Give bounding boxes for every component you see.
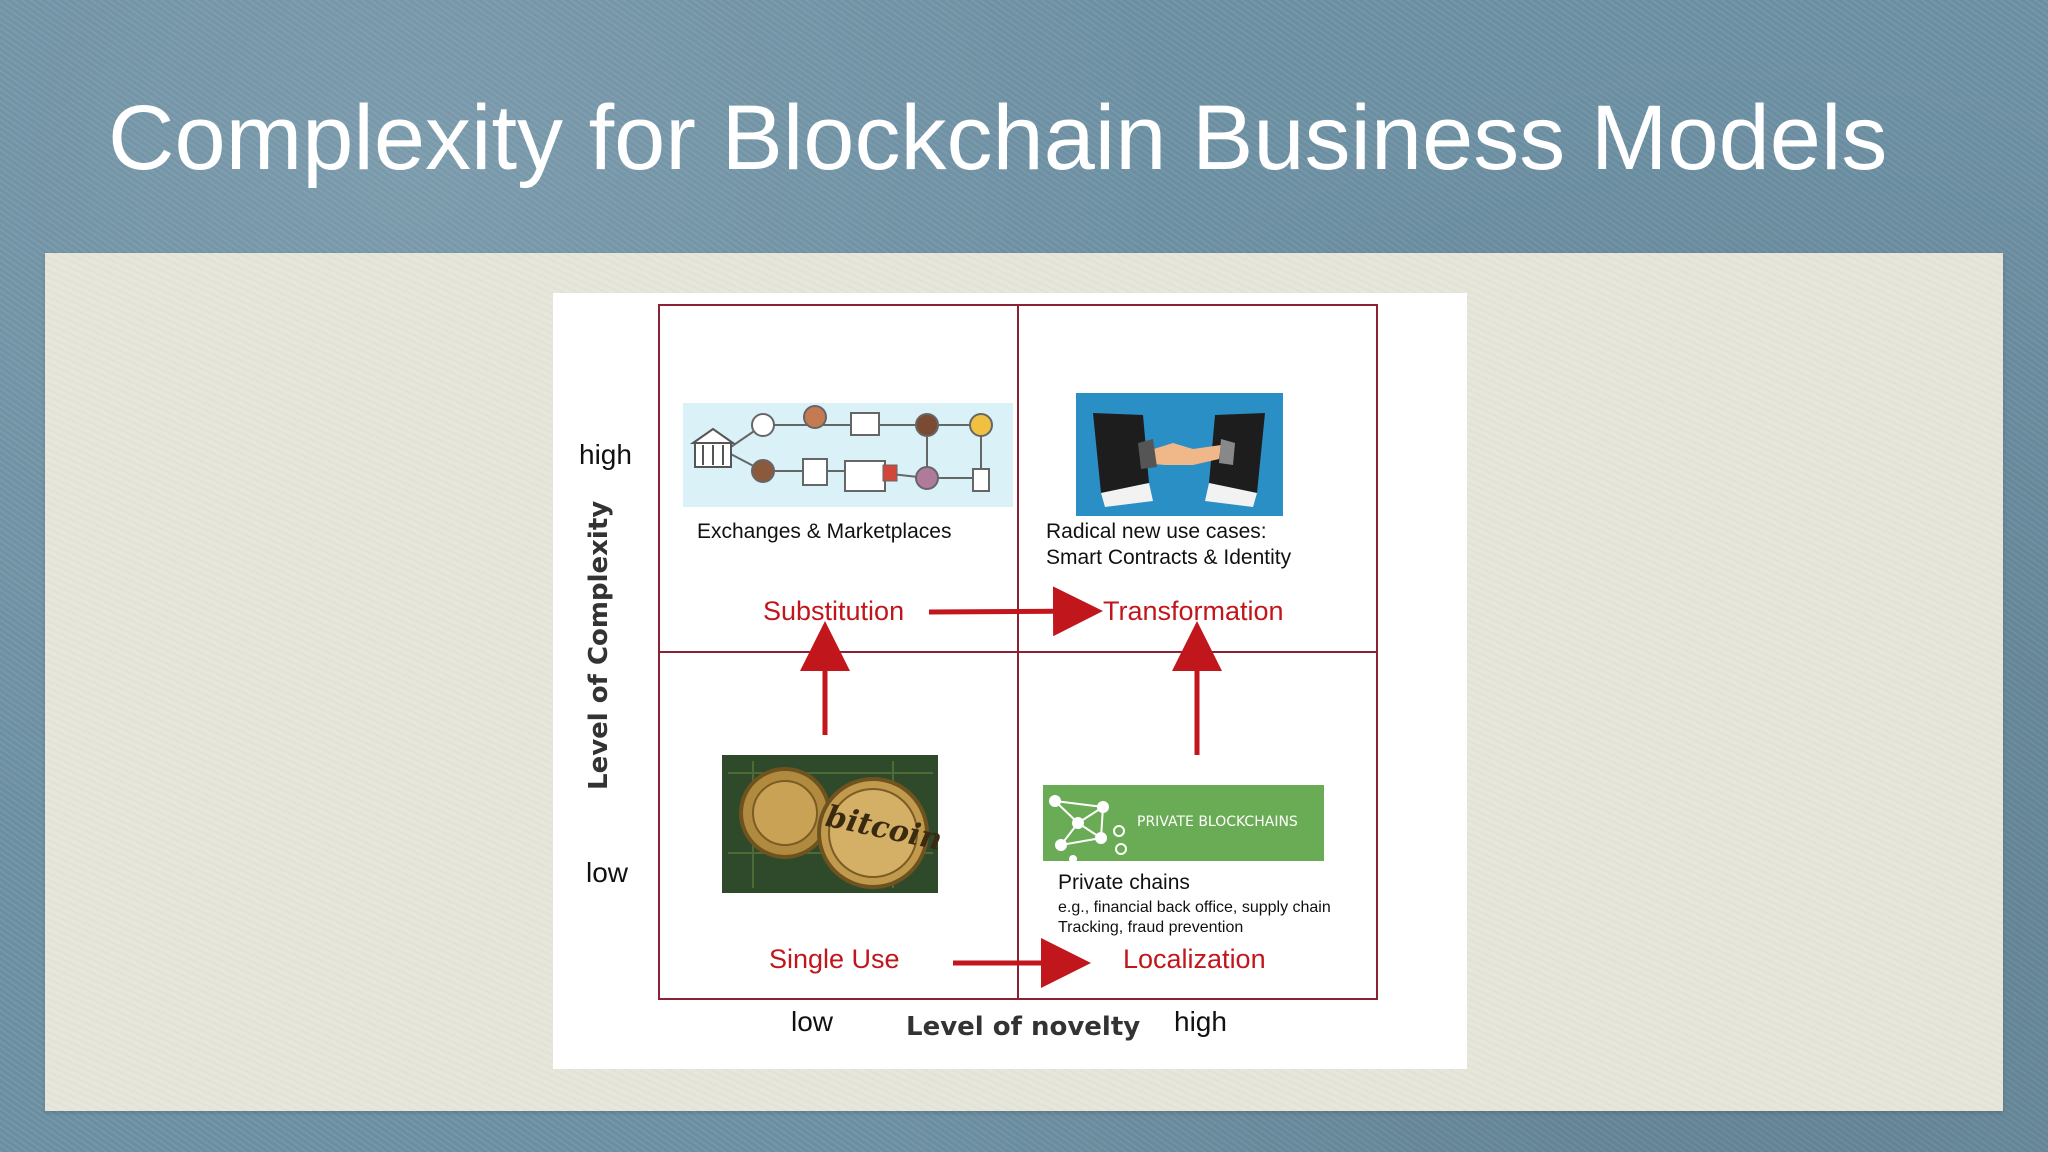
y-axis-low-label: low <box>586 857 629 888</box>
x-axis-title: Level of novelty <box>906 1012 1141 1042</box>
radical-use-cases-caption-line1: Radical new use cases: <box>1046 520 1267 543</box>
private-chains-caption: Private chains <box>1058 871 1190 894</box>
private-blockchains-banner <box>1043 785 1324 863</box>
exchanges-caption: Exchanges & Marketplaces <box>697 520 952 543</box>
x-axis-low-label: low <box>791 1006 834 1037</box>
arrow-substitution-to-transformation <box>928 586 1103 637</box>
handshake-icon <box>1076 393 1283 516</box>
matrix-graphics <box>658 304 1378 1000</box>
private-blockchains-banner-text: PRIVATE BLOCKCHAINS <box>1137 814 1298 830</box>
substitution-label: Substitution <box>763 596 905 626</box>
localization-label: Localization <box>1123 944 1266 974</box>
y-axis-title: Level of Complexity <box>584 500 614 790</box>
x-axis-high-label: high <box>1174 1006 1227 1037</box>
private-chains-detail-line1: e.g., financial back office, supply chai… <box>1058 899 1331 916</box>
slide-title: Complexity for Blockchain Business Model… <box>108 87 1888 189</box>
y-axis-high-label: high <box>579 439 632 470</box>
single-use-label: Single Use <box>769 944 900 974</box>
bitcoin-coins-icon <box>722 755 938 893</box>
transformation-label: Transformation <box>1103 596 1284 626</box>
private-chains-detail-line2: Tracking, fraud prevention <box>1058 919 1244 936</box>
radical-use-cases-caption-line2: Smart Contracts & Identity <box>1046 546 1292 569</box>
complexity-novelty-matrix: high low Level of Complexity low Level o… <box>553 293 1467 1069</box>
exchanges-network-icon <box>683 403 1013 507</box>
